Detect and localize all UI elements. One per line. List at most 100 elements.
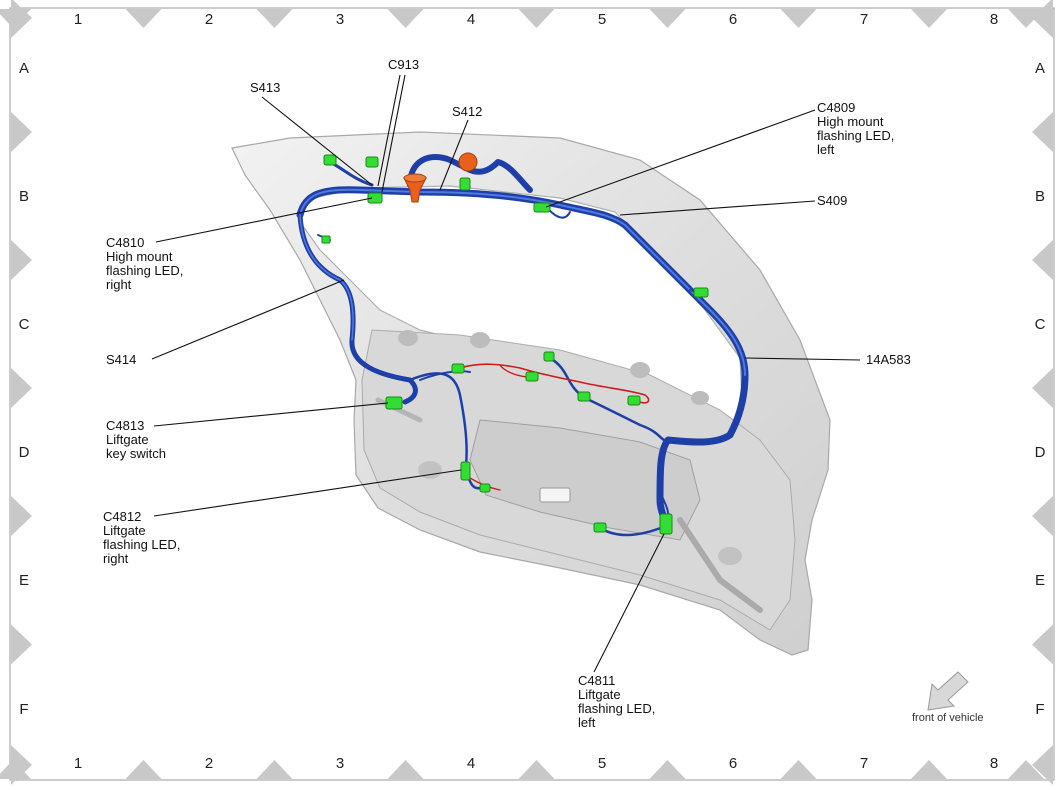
zone-mark-bottom — [256, 760, 293, 779]
zone-mark-top — [387, 9, 424, 28]
grommet-left-top — [403, 173, 427, 183]
zone-mark-right — [1032, 368, 1053, 408]
grid-col-label-6-top: 6 — [729, 11, 737, 28]
grid-col-label-7-top: 7 — [860, 11, 868, 28]
grid-row-label-A-left: A — [19, 60, 29, 77]
grid-row-label-E-left: E — [19, 572, 29, 589]
grid-col-label-3-bottom: 3 — [336, 755, 344, 772]
harness-branch-upper-panel — [419, 370, 471, 381]
zone-mark-top — [256, 9, 293, 28]
connector-c4810 — [367, 192, 383, 204]
zone-mark-left — [11, 240, 32, 280]
connector-s413-right — [365, 156, 379, 168]
leader-c913 — [381, 74, 406, 193]
zone-mark-left — [11, 624, 32, 665]
connector-panel-right — [627, 395, 641, 406]
label-c4813: C4813 Liftgate key switch — [106, 418, 166, 461]
panel-hole — [691, 391, 709, 405]
zone-mark-right — [1032, 496, 1053, 536]
zone-mark-left — [11, 112, 32, 152]
zone-mark-top — [649, 9, 686, 28]
diagram-frame — [9, 7, 1055, 781]
panel-hole — [470, 332, 490, 348]
connector-c4812-lower — [479, 483, 491, 493]
zone-mark-right — [1032, 624, 1053, 665]
circuit-red-wire — [459, 363, 650, 404]
label-c4811-line1: C4811 — [578, 673, 615, 688]
label-c4810-line4: right — [106, 277, 132, 292]
zone-mark-top — [911, 9, 947, 28]
label-s412: S412 — [452, 104, 482, 119]
label-s409: S409 — [817, 193, 847, 208]
zone-mark-bottom — [518, 760, 555, 779]
leader-s413 — [261, 96, 373, 186]
zone-mark-left — [11, 745, 32, 785]
connector-panel-mid — [577, 391, 591, 402]
callout-labels: S413 C913 S412 C4809 High mount flashing… — [103, 57, 911, 730]
connector-panel-center — [525, 371, 539, 382]
grid-row-label-F-left: F — [19, 701, 28, 718]
grid-row-label-B-right: B — [1035, 188, 1045, 205]
liftgate-panel — [231, 131, 831, 656]
grid-row-label-C-left: C — [19, 316, 30, 333]
panel-hole — [630, 362, 650, 378]
zone-mark-right — [1032, 0, 1053, 38]
front-of-vehicle-label: front of vehicle — [912, 712, 984, 724]
label-c4813-line2: Liftgate — [106, 432, 149, 447]
grid-col-label-1-top: 1 — [74, 11, 82, 28]
leader-c4813 — [153, 402, 389, 427]
label-c4813-line1: C4813 — [106, 418, 144, 433]
connector-lower-left — [593, 522, 607, 533]
leader-c4812 — [153, 469, 462, 517]
front-of-vehicle-indicator: front of vehicle — [912, 671, 984, 724]
zone-mark-right — [1032, 112, 1053, 152]
zone-mark-left — [11, 368, 32, 408]
zone-mark-left — [11, 496, 32, 536]
connector-s413-left — [323, 154, 337, 166]
connector-c4811 — [659, 513, 673, 535]
leader-lines — [151, 74, 861, 673]
grid-row-label-A-right: A — [1035, 60, 1045, 77]
connectors — [321, 154, 709, 535]
harness-main-highlight — [299, 188, 746, 376]
label-c4810: C4810 High mount flashing LED, right — [106, 235, 187, 292]
grommet-right — [458, 152, 478, 172]
grid-col-label-7-bottom: 7 — [860, 755, 868, 772]
leader-c4811 — [593, 533, 665, 673]
label-c4811-line3: flashing LED, — [578, 701, 655, 716]
leader-14A583 — [744, 357, 861, 361]
label-c4810-line1: C4810 — [106, 235, 144, 250]
grid-col-label-2-top: 2 — [205, 11, 213, 28]
grid-col-label-8-bottom: 8 — [990, 755, 998, 772]
label-c4810-line3: flashing LED, — [106, 263, 183, 278]
connector-c4813 — [385, 396, 403, 410]
grid-row-label-E-right: E — [1035, 572, 1045, 589]
zone-mark-bottom — [387, 760, 424, 779]
panel-hole — [718, 547, 742, 565]
panel-hole — [418, 461, 442, 479]
label-c4812: C4812 Liftgate flashing LED, right — [103, 509, 184, 566]
grid-col-label-3-top: 3 — [336, 11, 344, 28]
leader-s412 — [439, 119, 469, 191]
connector-s414-side — [321, 235, 331, 244]
label-c4811-line4: left — [578, 715, 596, 730]
zone-mark-right — [1032, 745, 1053, 785]
leader-c4810 — [155, 197, 373, 243]
connector-c4809 — [533, 202, 551, 213]
liftgate-handle-recess — [539, 487, 571, 503]
connector-right-upper — [693, 287, 709, 298]
label-c4810-line2: High mount — [106, 249, 173, 264]
leader-c913-2 — [377, 74, 401, 187]
grid-col-label-4-top: 4 — [467, 11, 475, 28]
connector-c4812 — [460, 461, 471, 481]
zone-mark-bottom — [649, 760, 686, 779]
grid-row-label-F-right: F — [1035, 701, 1044, 718]
zone-mark-top — [780, 9, 817, 28]
label-c4812-line3: flashing LED, — [103, 537, 180, 552]
panel-hole — [398, 330, 418, 346]
harness-left-highlight — [299, 214, 354, 341]
panel-rib — [677, 517, 763, 613]
